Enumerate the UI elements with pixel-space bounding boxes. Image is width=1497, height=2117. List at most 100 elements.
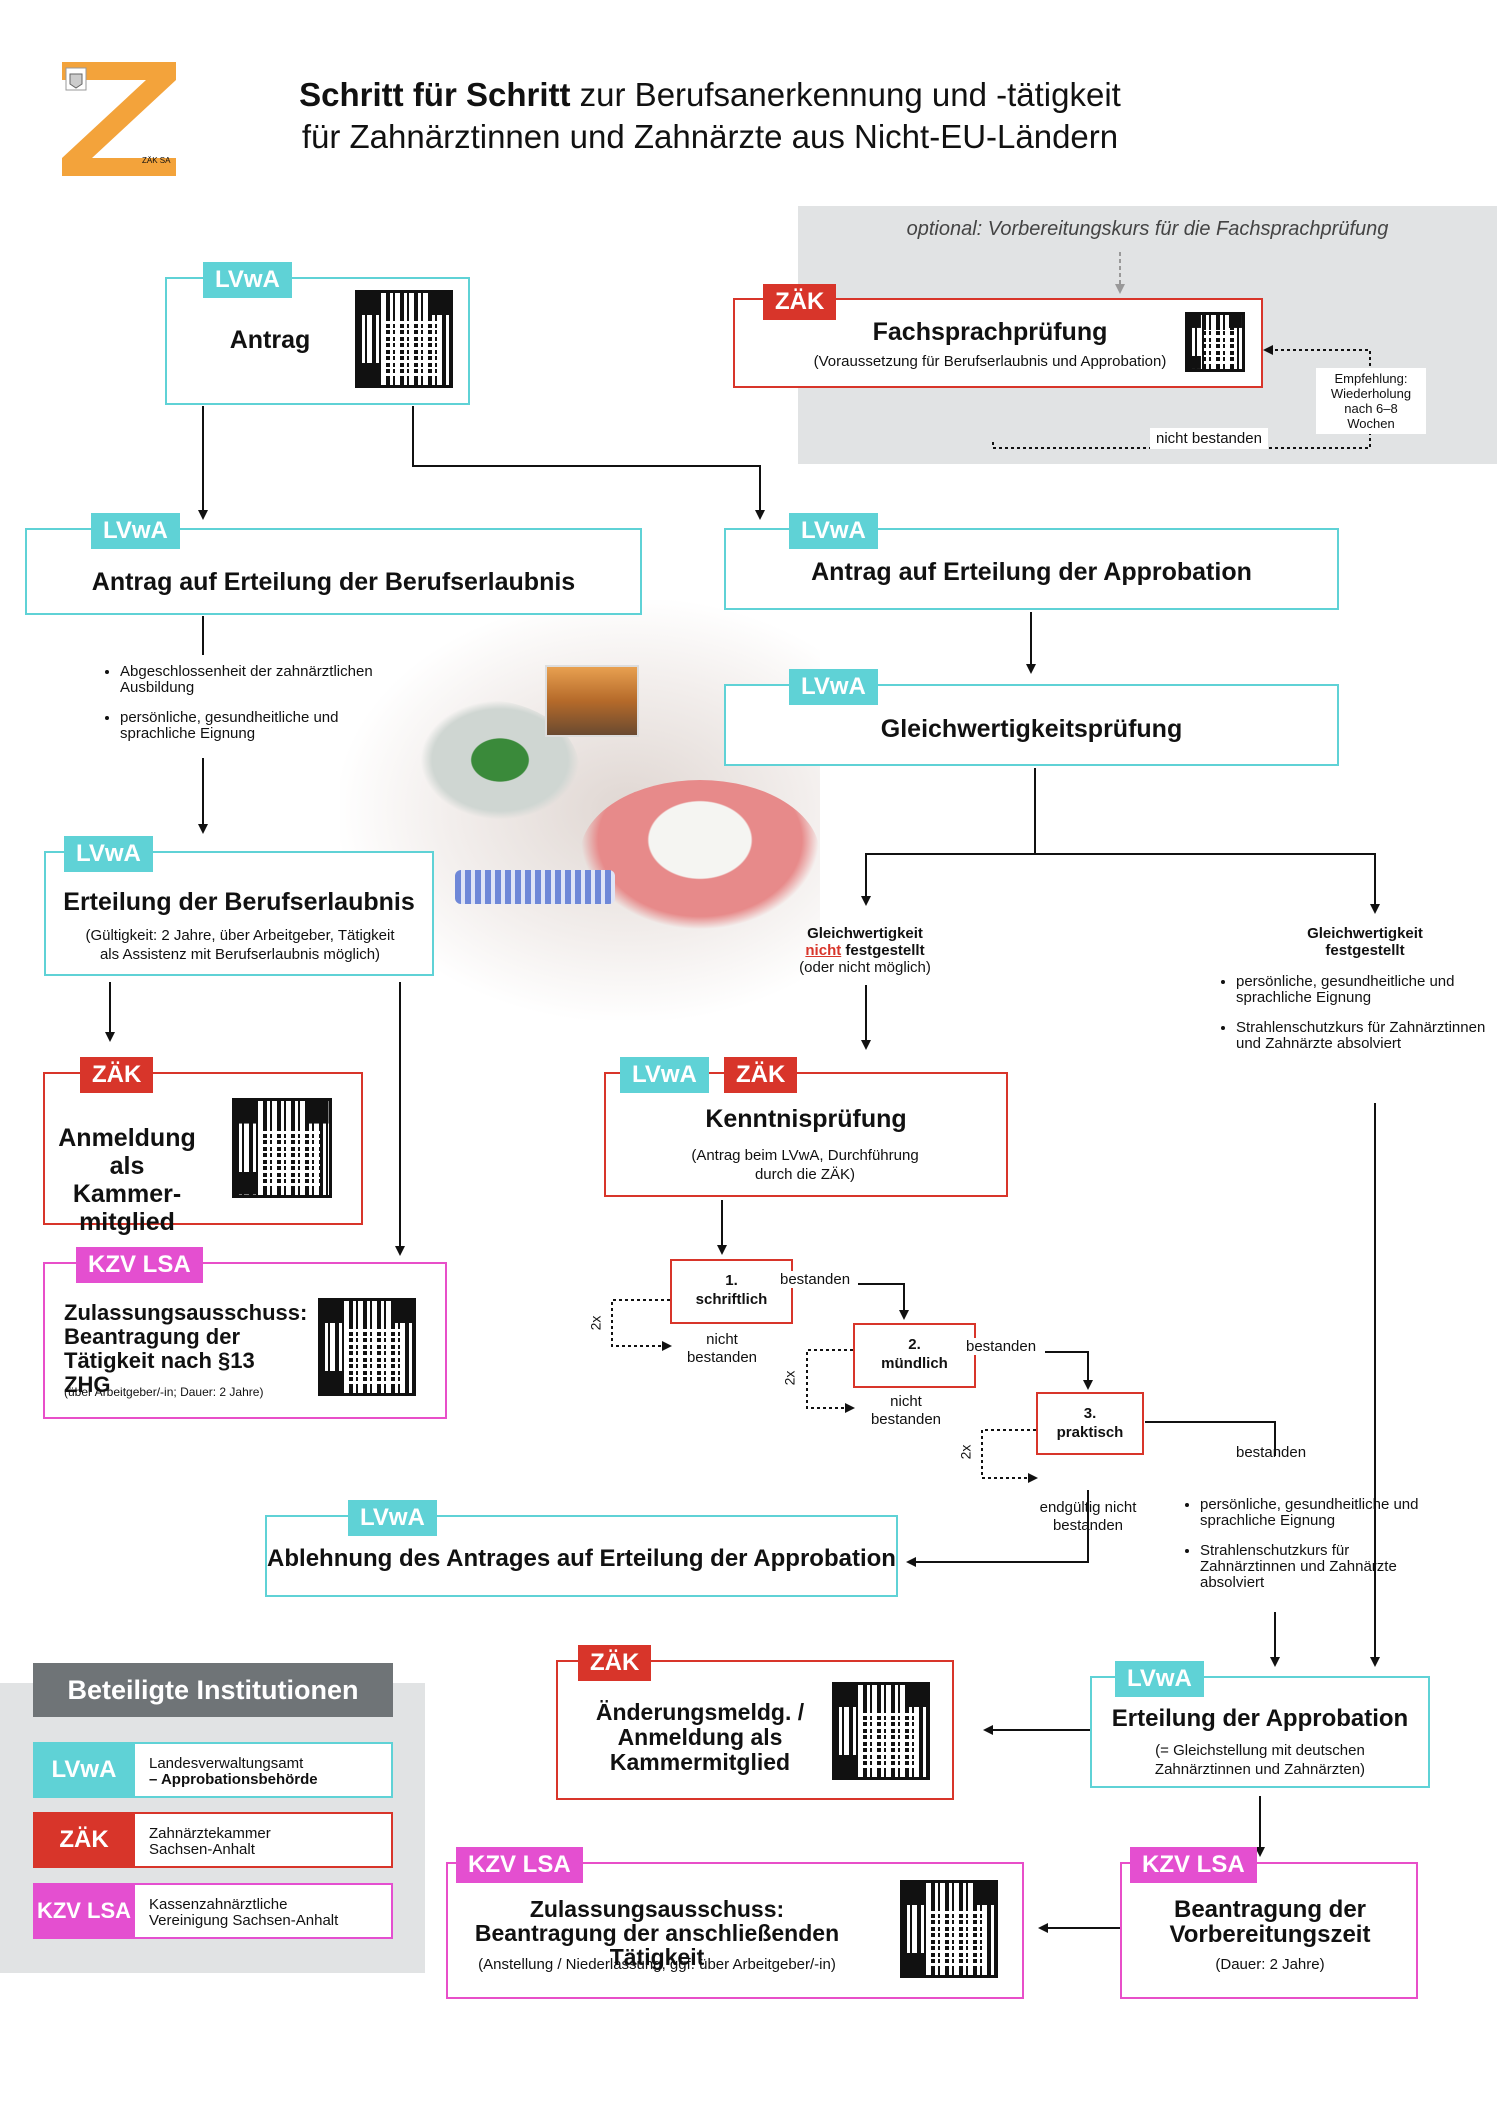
kenntnis-sub: (Antrag beim LVwA, Durchführung durch di…: [691, 1147, 919, 1183]
after-exam-requirements: persönliche, gesundheitliche und sprachl…: [1162, 1497, 1440, 1605]
approbation-antrag-tag: LVwA: [789, 513, 878, 549]
optional-heading: optional: Vorbereitungskurs für die Fach…: [906, 218, 1389, 240]
berufserlaubnis-tag: LVwA: [64, 836, 153, 872]
antrag-title: Antrag: [229, 326, 311, 354]
fachsprach-tag: ZÄK: [763, 284, 837, 320]
equal-requirements: persönliche, gesundheitliche und sprachl…: [1198, 974, 1496, 1066]
not-equal-line3: (oder nicht möglich): [799, 959, 931, 976]
not-equal-word: nicht: [805, 942, 842, 959]
approbation-title: Erteilung der Approbation: [1111, 1705, 1409, 1732]
step-oral-label: mündlich: [881, 1355, 948, 1372]
fachsprach-sub: (Voraussetzung für Berufserlaubnis und A…: [813, 353, 1167, 370]
vorbereitung-box: [1120, 1862, 1418, 1999]
fachsprach-qr-code[interactable]: [1185, 312, 1245, 372]
passed-label-3: bestanden: [1236, 1444, 1307, 1461]
kammer-tag: ZÄK: [80, 1057, 154, 1093]
institution-line2: – Approbationsbehörde: [149, 1771, 318, 1788]
gleichwertigkeit-tag: LVwA: [789, 669, 878, 705]
fachsprach-failed-label: nicht bestanden: [1150, 428, 1268, 449]
zulassung2-sub: (Anstellung / Niederlassung, ggf. über A…: [478, 1956, 836, 1973]
requirement-item: Strahlenschutzkurs für Zahnärztinnen und…: [1236, 1020, 1496, 1052]
approbation-sub: (= Gleichstellung mit deutschen Zahnärzt…: [1154, 1742, 1366, 1778]
zulassung1-qr-code[interactable]: [318, 1298, 416, 1396]
step-practical: 3. praktisch: [1036, 1392, 1144, 1455]
requirement-item: persönliche, gesundheitliche und sprachl…: [120, 710, 380, 742]
requirement-item: Abgeschlossenheit der zahnärztlichen Aus…: [120, 664, 380, 696]
title-rest: zur Berufsanerkennung und -tätigkeit: [570, 76, 1121, 113]
not-equal-line1: Gleichwertigkeit: [807, 925, 923, 942]
berufserlaubnis-sub: (Gültigkeit: 2 Jahre, über Arbeitgeber, …: [85, 927, 395, 963]
ablehnung-tag: LVwA: [348, 1500, 437, 1536]
step-written-label: schriftlich: [695, 1291, 768, 1308]
institution-line1: Landesverwaltungsamt: [149, 1755, 304, 1772]
teeth-illustration: [580, 780, 820, 930]
zulassung1-tag: KZV LSA: [76, 1247, 203, 1283]
institution-line2: Sachsen-Anhalt: [149, 1841, 255, 1858]
toothbrush: [455, 870, 615, 904]
title-line2: für Zahnärztinnen und Zahnärzte aus Nich…: [301, 118, 1119, 155]
vorbereitung-title: Beantragung der Vorbereitungszeit: [1169, 1896, 1371, 1948]
photo-frame: [545, 665, 639, 737]
approbation-antrag-title: Antrag auf Erteilung der Approbation: [811, 558, 1252, 586]
vorbereitung-sub: (Dauer: 2 Jahre): [1215, 1956, 1325, 1973]
zulassung2-title: Zulassungsausschuss: Beantragung der ans…: [474, 1896, 840, 1970]
kenntnis-title: Kenntnisprüfung: [705, 1105, 907, 1133]
passed-label-1: bestanden: [780, 1271, 851, 1288]
institution-name: Landesverwaltungsamt – Approbationsbehör…: [149, 1756, 318, 1788]
requirement-item: persönliche, gesundheitliche und sprachl…: [1236, 974, 1496, 1006]
kammer-title: Anmeldung als Kammer-mitglied: [58, 1124, 196, 1236]
institution-lvwa: LVwA Landesverwaltungsamt – Approbations…: [33, 1742, 393, 1798]
zulassung2-tag: KZV LSA: [456, 1847, 583, 1883]
aenderung-qr-code[interactable]: [832, 1682, 930, 1780]
antrag-tag: LVwA: [203, 262, 292, 298]
institution-name: Zahnärztekammer Sachsen-Anhalt: [149, 1826, 271, 1858]
ablehnung-title: Ablehnung des Antrages auf Erteilung der…: [267, 1545, 896, 1572]
institution-name: Kassenzahnärztliche Vereinigung Sachsen-…: [149, 1897, 338, 1929]
title-bold: Schritt für Schritt: [299, 76, 571, 113]
institution-zak: ZÄK Zahnärztekammer Sachsen-Anhalt: [33, 1812, 393, 1868]
retry-label-2: 2x: [781, 1370, 798, 1386]
equal-label: Gleichwertigkeit festgestellt: [1307, 925, 1423, 959]
gleichwertigkeit-title: Gleichwertigkeitsprüfung: [880, 715, 1183, 743]
step-practical-num: 3.: [1083, 1405, 1097, 1422]
recommend-note: Empfehlung: Wiederholung nach 6–8 Wochen: [1316, 368, 1426, 434]
passed-label-2: bestanden: [966, 1338, 1037, 1355]
failed-label-1: nicht bestanden: [686, 1331, 758, 1366]
kammer-qr-code[interactable]: [232, 1098, 332, 1198]
step-oral-num: 2.: [908, 1336, 921, 1353]
institutions-heading: Beteiligte Institutionen: [33, 1663, 393, 1717]
aenderung-title: Änderungsmeldg. / Anmeldung als Kammermi…: [595, 1699, 805, 1775]
berufserlaubnis-requirements: Abgeschlossenheit der zahnärztlichen Aus…: [82, 664, 380, 756]
final-failed-label: endgültig nicht bestanden: [1039, 1499, 1137, 1534]
berufserlaubnis-title: Erteilung der Berufserlaubnis: [63, 888, 415, 916]
institution-tag: ZÄK: [33, 1812, 135, 1868]
zulassung1-title: Zulassungsausschuss: Beantragung der Tät…: [64, 1300, 308, 1397]
retry-label-1: 2x: [587, 1315, 604, 1331]
step-written: 1. schriftlich: [670, 1259, 793, 1324]
failed-label-2: nicht bestanden: [870, 1393, 942, 1428]
institution-line1: Zahnärztekammer: [149, 1825, 271, 1842]
step-written-num: 1.: [725, 1272, 738, 1289]
berufserlaubnis-antrag-title: Antrag auf Erteilung der Berufserlaubnis: [91, 568, 576, 596]
page-title: Schritt für Schritt zur Berufsanerkennun…: [250, 74, 1170, 158]
institution-line1: Kassenzahnärztliche: [149, 1896, 288, 1913]
z-logo-icon: [62, 62, 176, 176]
institution-kzv: KZV LSA Kassenzahnärztliche Vereinigung …: [33, 1883, 393, 1939]
aenderung-tag: ZÄK: [578, 1645, 652, 1681]
zak-logo: ZÄK SA: [62, 62, 176, 176]
berufserlaubnis-antrag-tag: LVwA: [91, 513, 180, 549]
zulassung2-qr-code[interactable]: [900, 1880, 998, 1978]
zulassung1-sub: (über Arbeitgeber/-in; Dauer: 2 Jahre): [64, 1385, 264, 1399]
not-equal-line2: festgestellt: [841, 942, 925, 959]
approbation-tag: LVwA: [1115, 1661, 1204, 1697]
step-practical-label: praktisch: [1056, 1424, 1124, 1441]
step-oral: 2. mündlich: [853, 1323, 976, 1388]
kenntnis-tag-lvwa: LVwA: [620, 1057, 709, 1093]
antrag-qr-code[interactable]: [355, 290, 453, 388]
kenntnis-tag-zak: ZÄK: [724, 1057, 798, 1093]
retry-label-3: 2x: [957, 1444, 974, 1460]
logo-text: ZÄK SA: [142, 156, 171, 165]
requirement-item: Strahlenschutzkurs für Zahnärztinnen und…: [1200, 1543, 1440, 1591]
institution-tag: KZV LSA: [33, 1883, 135, 1939]
